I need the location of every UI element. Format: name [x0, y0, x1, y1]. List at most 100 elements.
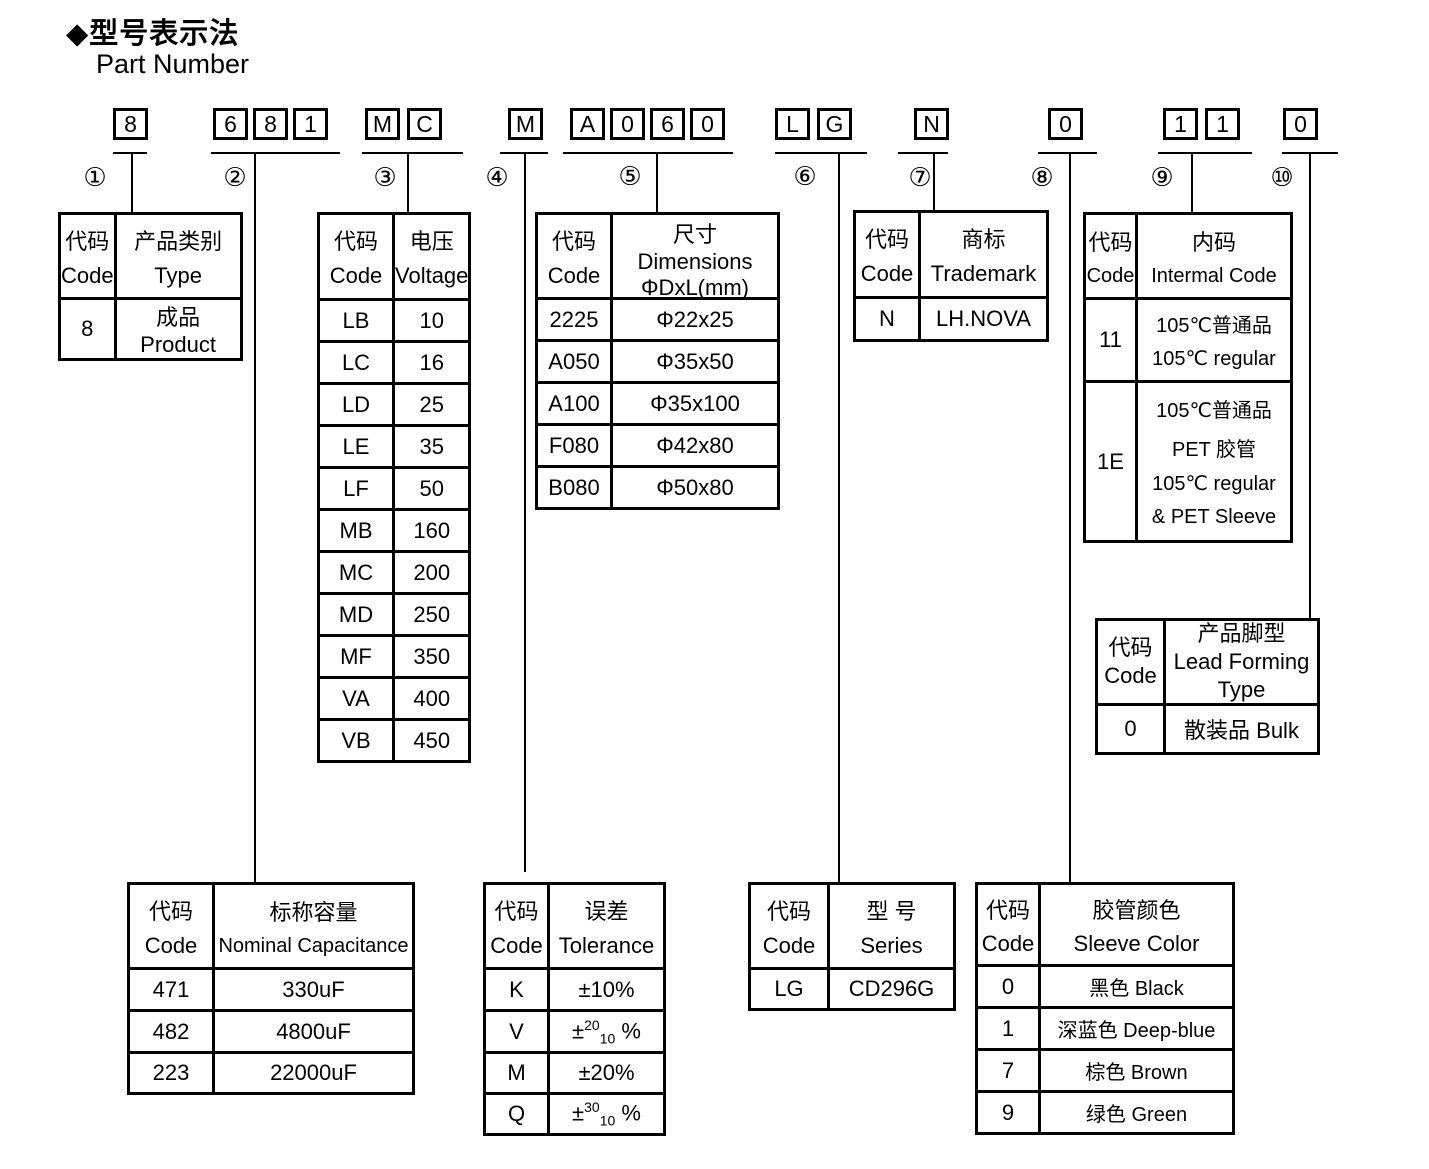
part-number-box: M	[508, 108, 543, 140]
connector-line-8	[1069, 154, 1071, 882]
table-row: M ±20%	[483, 1051, 666, 1095]
underline-7	[898, 152, 948, 154]
marker-5: ⑤	[618, 161, 642, 191]
underline-6	[775, 152, 867, 154]
column-header: 型 号 Series	[827, 882, 956, 970]
column-header: 标称容量 Nominal Capacitance	[212, 882, 415, 970]
table-row: LG CD296G	[748, 967, 956, 1011]
part-number-box: 8	[113, 108, 148, 140]
part-number-box: L	[775, 108, 810, 140]
column-header: 代码 Code	[748, 882, 830, 970]
column-header: 代码 Code	[127, 882, 215, 970]
part-number-box: M	[365, 108, 400, 140]
underline-1	[113, 152, 147, 154]
column-header: 产品脚型 Lead Forming Type	[1163, 618, 1320, 706]
column-header: 代码 Code	[535, 212, 613, 300]
connector-line-9	[1191, 154, 1193, 212]
product-type-table: 代码 Code 产品类别 Type 8 成品 Product	[58, 212, 243, 361]
column-header: 电压 Voltage	[391, 212, 472, 301]
table-row: 8 成品 Product	[58, 297, 243, 361]
part-number-box: 0	[1283, 108, 1318, 140]
column-header: 代码 Code	[483, 882, 550, 970]
table-row: N LH.NOVA	[853, 296, 1049, 342]
table-row: 1E 105℃普通品 PET 胶管 105℃ regular & PET Sle…	[1083, 380, 1293, 543]
marker-3: ③	[373, 162, 397, 192]
connector-line-7	[933, 154, 935, 210]
underline-8	[1038, 152, 1097, 154]
page-title-cn: ◆型号表示法	[66, 18, 240, 50]
column-header: 产品类别 Type	[113, 212, 243, 300]
connector-line-2	[254, 154, 256, 882]
column-header: 代码 Code	[317, 212, 395, 301]
underline-5	[563, 152, 733, 154]
marker-4: ④	[485, 162, 509, 192]
internal-code-table: 代码 Code 内码 Intermal Code 11 105℃普通品 105℃…	[1083, 212, 1293, 543]
table-row: 0 散装品 Bulk	[1095, 703, 1320, 755]
column-header: 代码 Code	[1095, 618, 1166, 706]
page-title-en: Part Number	[96, 49, 250, 79]
part-number-box: 8	[253, 108, 288, 140]
marker-8: ⑧	[1030, 162, 1054, 192]
part-number-box: G	[817, 108, 852, 140]
column-header: 误差 Tolerance	[547, 882, 666, 970]
trademark-table: 代码 Code 商标 Trademark N LH.NOVA	[853, 210, 1049, 342]
part-number-box: N	[914, 108, 949, 140]
connector-line-10	[1309, 154, 1311, 618]
underline-9	[1158, 152, 1252, 154]
tolerance-table: 代码 Code 误差 Tolerance K ±10% V ±2010 % M …	[483, 882, 666, 1136]
marker-10: ⑩	[1270, 162, 1294, 192]
marker-7: ⑦	[908, 162, 932, 192]
part-number-box: 1	[1163, 108, 1198, 140]
table-row: Q ±3010 %	[483, 1092, 666, 1136]
marker-1: ①	[83, 162, 107, 192]
marker-9: ⑨	[1150, 162, 1174, 192]
column-header: 代码 Code	[1083, 212, 1138, 300]
column-header: 代码 Code	[853, 210, 921, 299]
underline-10	[1282, 152, 1338, 154]
column-header: 内码 Intermal Code	[1135, 212, 1293, 300]
marker-2: ②	[223, 162, 247, 192]
part-number-box: 0	[1048, 108, 1083, 140]
part-number-box: 0	[690, 108, 725, 140]
connector-line-4	[524, 154, 526, 872]
part-number-box: 6	[213, 108, 248, 140]
table-row: V ±2010 %	[483, 1009, 666, 1054]
part-number-box: A	[570, 108, 605, 140]
marker-6: ⑥	[793, 161, 817, 191]
underline-2	[211, 152, 340, 154]
connector-line-5	[656, 154, 658, 212]
series-table: 代码 Code 型 号 Series LG CD296G	[748, 882, 956, 1011]
connector-line-1	[131, 154, 133, 212]
part-number-box: 1	[293, 108, 328, 140]
part-number-box: 6	[650, 108, 685, 140]
part-number-box: C	[407, 108, 442, 140]
